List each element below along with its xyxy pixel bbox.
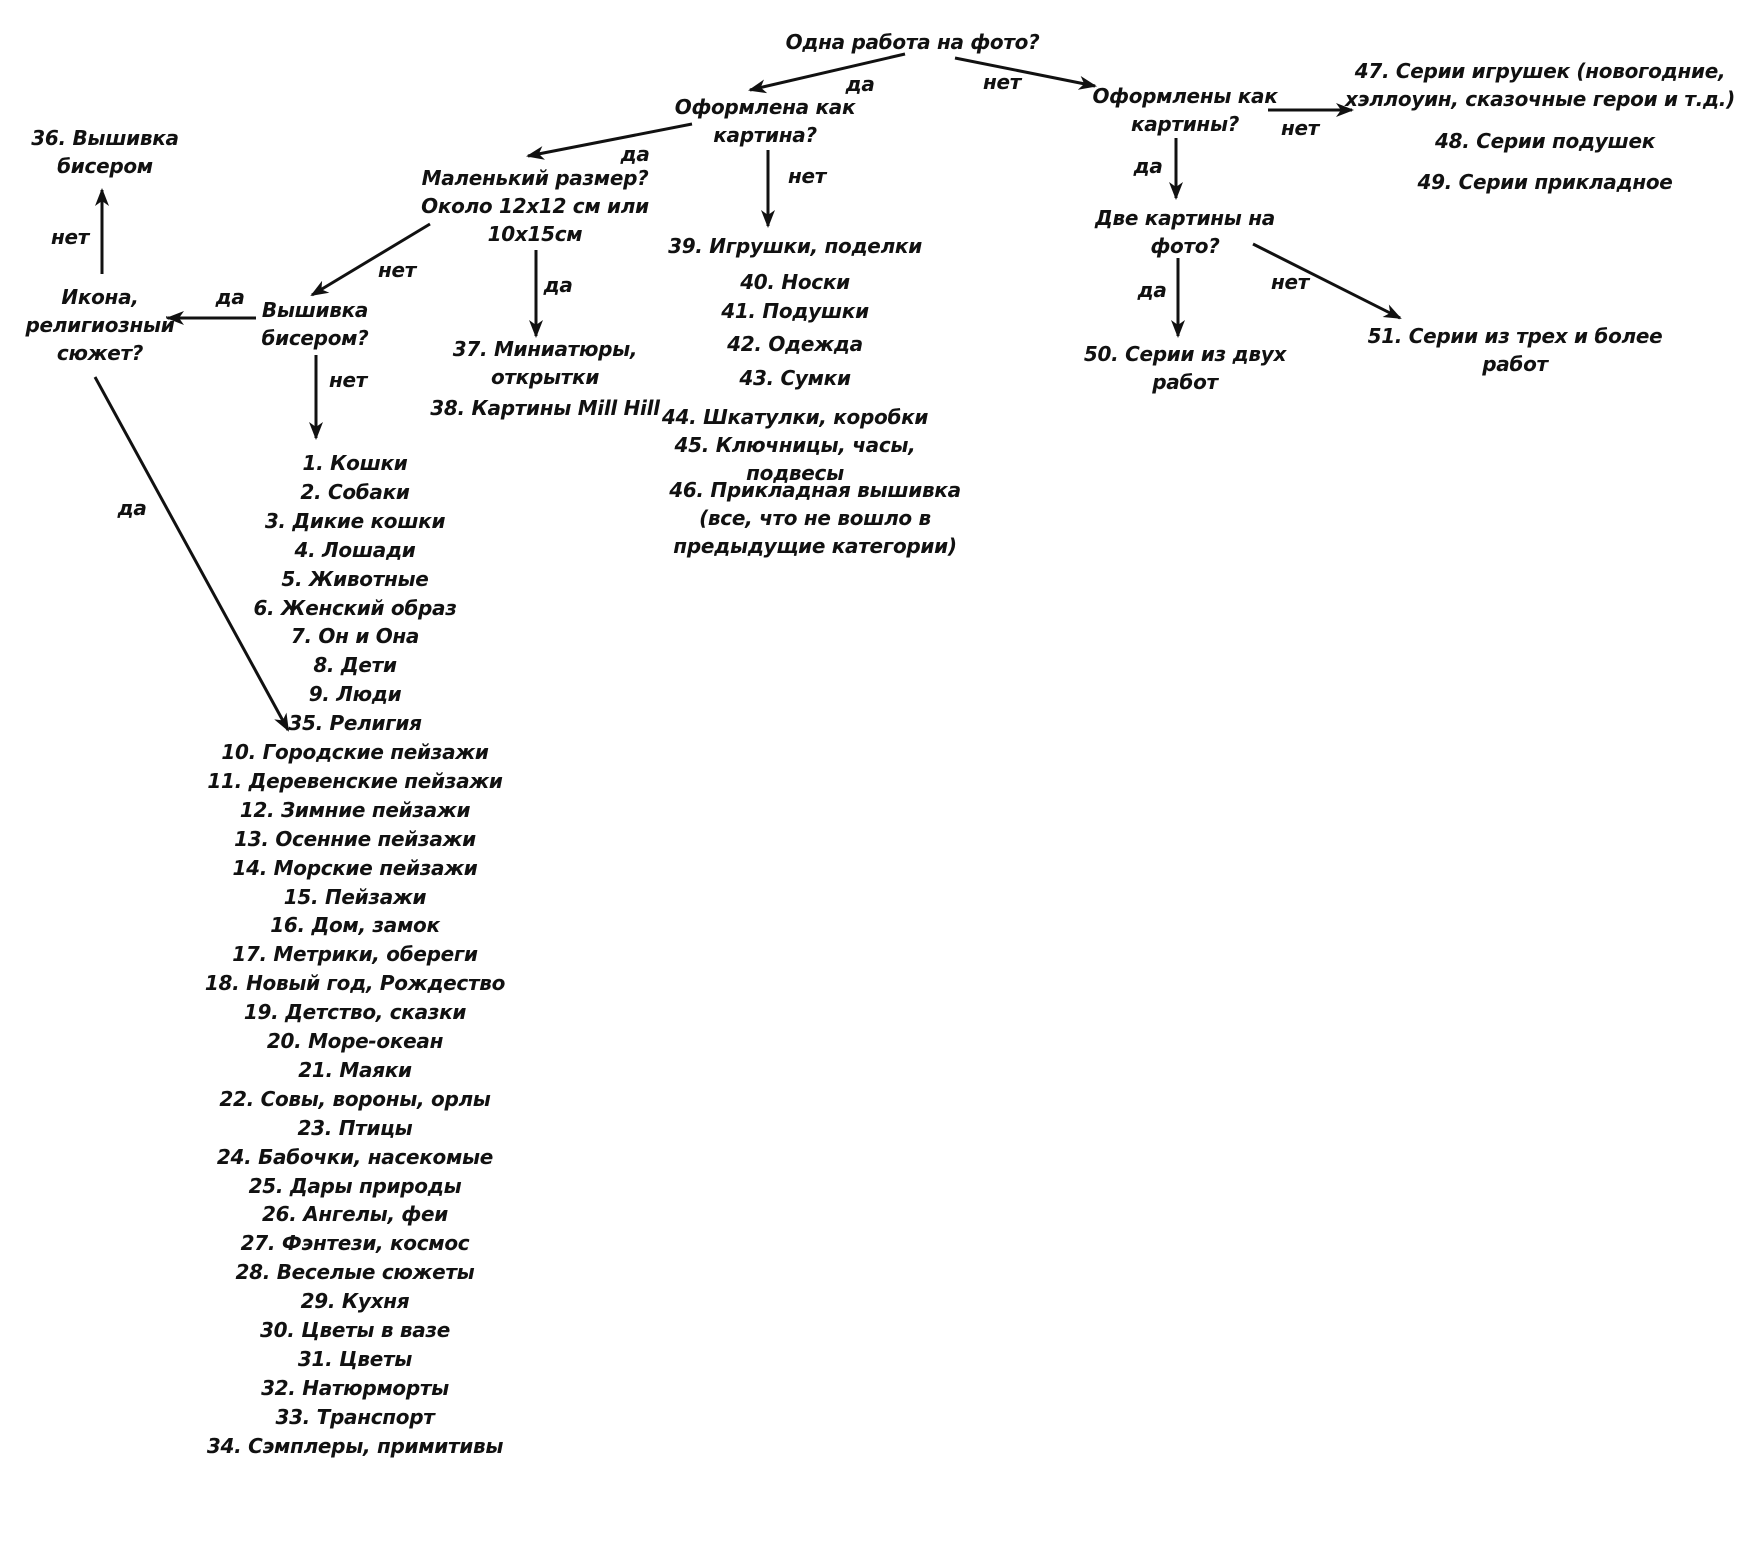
node-small-size: Маленький размер? Около 12х12 см или 10х… <box>421 166 649 246</box>
pictures-list-item: 14. Морские пейзажи <box>232 855 478 880</box>
pictures-list-item: 26. Ангелы, феи <box>262 1202 448 1227</box>
node-icon: Икона, религиозный сюжет? <box>25 285 175 365</box>
pictures-list-item: 1. Кошки <box>302 451 408 475</box>
edge-label-two-no: нет <box>1270 270 1310 294</box>
pictures-list-item: 31. Цветы <box>297 1346 413 1371</box>
applied-item: 43. Сумки <box>739 366 851 390</box>
edge-label-one-no: нет <box>982 70 1022 94</box>
category-49: 49. Серии прикладное <box>1417 170 1673 194</box>
pictures-list-item: 33. Транспорт <box>275 1404 435 1429</box>
applied-item: 45. Ключницы, часы, подвесы <box>674 433 916 485</box>
node-framed-single: Оформлена как картина? <box>674 95 856 147</box>
pictures-list-item: 10. Городские пейзажи <box>221 740 489 764</box>
applied-item: 41. Подушки <box>721 299 869 323</box>
pictures-list-item: 23. Птицы <box>297 1115 413 1140</box>
arrow-framed-single-to-small <box>526 122 693 160</box>
edge-label-small-no: нет <box>377 258 417 282</box>
pictures-list-item: 27. Фэнтези, космос <box>240 1231 470 1256</box>
arrow-small-to-beads <box>310 222 431 297</box>
edge-label-icon-yes: да <box>117 496 147 520</box>
category-50: 50. Серии из двух работ <box>1083 342 1287 394</box>
category-37: 37. Миниатюры, открытки <box>452 337 638 389</box>
category-47: 47. Серии игрушек (новогодние, хэллоуин,… <box>1345 59 1735 111</box>
pictures-list-item: 13. Осенние пейзажи <box>234 826 476 851</box>
edge-label-framed-multi-yes: да <box>1133 154 1163 178</box>
node-beads: Вышивка бисером? <box>261 298 369 350</box>
pictures-list-item: 24. Бабочки, насекомые <box>216 1144 494 1169</box>
applied-item: 39. Игрушки, поделки <box>668 234 922 258</box>
pictures-list-item: 2. Собаки <box>300 479 410 504</box>
pictures-list-item: 25. Дары природы <box>248 1173 462 1198</box>
edge-label-beads-yes: да <box>215 285 245 309</box>
pictures-list-item: 6. Женский образ <box>253 595 457 620</box>
category-38: 38. Картины Mill Hill <box>430 396 660 420</box>
pictures-list-item: 18. Новый год, Рождество <box>204 971 506 996</box>
pictures-list-item: 17. Метрики, обереги <box>232 942 478 967</box>
pictures-list-item: 8. Дети <box>313 653 397 678</box>
edge-label-framed-multi-no: нет <box>1280 116 1320 140</box>
arrow-icon-to-religion <box>93 376 290 732</box>
pictures-list-item: 5. Животные <box>281 566 429 591</box>
category-51: 51. Серии из трех и более работ <box>1367 324 1663 376</box>
pictures-list-item: 35. Религия <box>288 711 422 736</box>
applied-item: 44. Шкатулки, коробки <box>661 405 929 429</box>
node-two-pictures: Две картины на фото? <box>1095 206 1275 258</box>
category-36: 36. Вышивка бисером <box>31 126 179 178</box>
arrow-two-to-c51 <box>1252 242 1402 320</box>
pictures-list-item: 19. Детство, сказки <box>243 1000 467 1025</box>
applied-item: 42. Одежда <box>727 332 863 356</box>
pictures-list-item: 3. Дикие кошки <box>264 508 446 533</box>
edge-label-beads-no: нет <box>328 368 368 392</box>
pictures-list-item: 22. Совы, вороны, орлы <box>219 1086 491 1111</box>
edge-label-framed-single-yes: да <box>620 142 650 166</box>
pictures-list-item: 9. Люди <box>308 682 402 707</box>
category-46: 46. Прикладная вышивка (все, что не вошл… <box>669 478 961 558</box>
applied-item: 40. Носки <box>740 270 850 294</box>
edge-label-small-yes: да <box>543 273 573 297</box>
edge-label-two-yes: да <box>1137 278 1167 302</box>
pictures-list-item: 7. Он и Она <box>290 624 420 649</box>
pictures-list-item: 30. Цветы в вазе <box>260 1318 450 1342</box>
pictures-list-item: 16. Дом, замок <box>270 913 440 938</box>
category-48: 48. Серии подушек <box>1435 129 1655 153</box>
node-framed-multi: Оформлены как картины? <box>1092 84 1278 136</box>
pictures-list-item: 28. Веселые сюжеты <box>235 1260 475 1285</box>
pictures-list-item: 29. Кухня <box>300 1289 410 1314</box>
edge-label-framed-single-no: нет <box>787 164 827 188</box>
pictures-list-item: 32. Натюрморты <box>261 1375 449 1400</box>
pictures-list-item: 4. Лошади <box>294 537 416 562</box>
pictures-list-item: 20. Море-океан <box>266 1029 444 1053</box>
pictures-list-item: 15. Пейзажи <box>283 884 427 909</box>
pictures-list-item: 12. Зимние пейзажи <box>239 797 471 822</box>
edge-label-one-yes: да <box>845 72 875 96</box>
pictures-list-item: 34. Сэмплеры, примитивы <box>206 1433 504 1458</box>
edge-label-icon-no: нет <box>50 225 90 249</box>
arrow-one-to-framed-single <box>748 52 906 94</box>
pictures-list-item: 11. Деревенские пейзажи <box>207 768 503 793</box>
arrow-one-to-framed-multi <box>954 56 1097 90</box>
node-one-work: Одна работа на фото? <box>785 30 1040 54</box>
pictures-list-item: 21. Маяки <box>298 1057 412 1082</box>
